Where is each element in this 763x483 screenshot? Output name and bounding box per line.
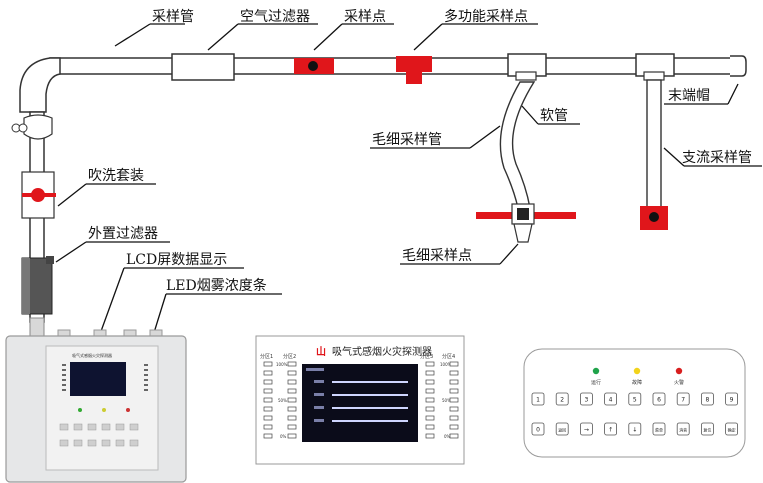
digit-key-label-4: 5 bbox=[633, 397, 637, 404]
svg-text:采样管: 采样管 bbox=[152, 9, 194, 25]
indicator-label-0: 运行 bbox=[591, 379, 601, 386]
zone-4-label: 分区4 bbox=[442, 353, 455, 360]
function-key-label-4: ↓ bbox=[632, 427, 637, 434]
label-multi-sampling-point: 多功能采样点 bbox=[413, 8, 538, 51]
indicator-label-2: 火警 bbox=[674, 379, 684, 386]
panel-title: 吸气式感烟火灾探测器 bbox=[332, 345, 432, 358]
function-key-label-5: 菜单 bbox=[655, 427, 663, 433]
svg-text:0%: 0% bbox=[280, 434, 287, 439]
label-capillary-pipe: 毛细采样管 bbox=[370, 125, 501, 149]
indicator-label-1: 故障 bbox=[632, 379, 642, 386]
label-external-filter: 外置过滤器 bbox=[55, 226, 170, 263]
digit-key-label-8: 9 bbox=[730, 397, 734, 404]
panel-logo: 山 bbox=[316, 345, 326, 358]
multi-sampling-point bbox=[396, 56, 432, 84]
function-key-label-6: 消音 bbox=[679, 427, 687, 433]
tee-fitting-1 bbox=[507, 53, 547, 81]
detector-panel: 山 吸气式感烟火灾探测器 分区1 分区2 分区3 分区4 100% 50% 0%… bbox=[255, 335, 465, 465]
label-capillary-point: 毛细采样点 bbox=[400, 243, 519, 265]
svg-text:LED烟雾浓度条: LED烟雾浓度条 bbox=[166, 277, 267, 294]
zone-2-label: 分区2 bbox=[283, 353, 296, 360]
elbow-pipe bbox=[19, 57, 61, 113]
digit-key-label-1: 2 bbox=[560, 397, 564, 404]
svg-text:50%: 50% bbox=[278, 398, 287, 403]
function-key-3[interactable] bbox=[604, 422, 617, 436]
svg-text:吸气式感烟火灾探测器: 吸气式感烟火灾探测器 bbox=[72, 352, 112, 358]
label-sampling-point: 采样点 bbox=[313, 9, 394, 51]
air-filter bbox=[171, 53, 235, 81]
function-key-5[interactable] bbox=[652, 422, 666, 436]
indicator-led-0 bbox=[592, 367, 600, 375]
svg-text:50%: 50% bbox=[442, 398, 451, 403]
function-key-8[interactable] bbox=[725, 422, 738, 436]
label-sampling-pipe: 采样管 bbox=[114, 9, 194, 47]
svg-text:采样点: 采样点 bbox=[344, 9, 386, 25]
digit-key-4[interactable] bbox=[628, 392, 642, 406]
svg-text:外置过滤器: 外置过滤器 bbox=[88, 226, 158, 242]
digit-key-8[interactable] bbox=[725, 392, 738, 406]
detector-unit: 吸气式感烟火灾探测器 bbox=[5, 317, 187, 483]
function-key-0[interactable] bbox=[531, 422, 545, 436]
digit-key-2[interactable] bbox=[580, 392, 593, 406]
indicator-led-1 bbox=[633, 367, 641, 375]
branch-pipe bbox=[640, 79, 668, 230]
function-key-7[interactable] bbox=[701, 422, 714, 436]
svg-text:毛细采样管: 毛细采样管 bbox=[372, 132, 442, 148]
indicator-led-2 bbox=[675, 367, 683, 375]
purge-kit bbox=[21, 171, 56, 219]
function-key-2[interactable] bbox=[580, 422, 593, 436]
label-air-filter: 空气过滤器 bbox=[207, 9, 318, 51]
digit-key-3[interactable] bbox=[604, 392, 617, 406]
digit-key-label-5: 6 bbox=[657, 397, 661, 404]
digit-key-6[interactable] bbox=[676, 392, 690, 406]
digit-key-label-6: 7 bbox=[681, 397, 685, 404]
svg-text:多功能采样点: 多功能采样点 bbox=[444, 8, 528, 25]
svg-text:100%: 100% bbox=[440, 362, 452, 367]
digit-key-0[interactable] bbox=[531, 392, 545, 406]
svg-text:末端帽: 末端帽 bbox=[668, 88, 710, 104]
digit-key-label-2: 3 bbox=[584, 397, 588, 404]
digit-key-1[interactable] bbox=[555, 392, 569, 406]
function-key-label-3: ↑ bbox=[608, 427, 613, 434]
digit-key-label-0: 1 bbox=[536, 397, 540, 404]
function-key-label-8: 确定 bbox=[728, 427, 736, 433]
svg-text:LCD屏数据显示: LCD屏数据显示 bbox=[126, 252, 227, 268]
label-branch-pipe: 支流采样管 bbox=[663, 147, 762, 167]
pipe-clamp bbox=[11, 114, 53, 140]
svg-text:软管: 软管 bbox=[540, 108, 568, 124]
function-key-label-2: → bbox=[584, 427, 589, 434]
label-purge-kit: 吹洗套装 bbox=[57, 168, 156, 207]
tee-fitting-2 bbox=[635, 53, 675, 81]
label-end-cap: 末端帽 bbox=[664, 83, 739, 105]
digit-key-5[interactable] bbox=[652, 392, 666, 406]
external-filter bbox=[21, 256, 54, 315]
svg-text:毛细采样点: 毛细采样点 bbox=[402, 248, 472, 264]
svg-text:吹洗套装: 吹洗套装 bbox=[88, 168, 144, 184]
sampling-point bbox=[294, 58, 334, 74]
digit-key-label-3: 4 bbox=[609, 397, 613, 404]
digit-key-label-7: 8 bbox=[705, 397, 709, 404]
digit-key-7[interactable] bbox=[701, 392, 714, 406]
lcd-screen bbox=[302, 364, 418, 442]
capillary-sampling-point bbox=[476, 203, 576, 243]
function-key-label-7: 复位 bbox=[703, 427, 711, 433]
function-key-1[interactable] bbox=[555, 422, 569, 436]
function-key-6[interactable] bbox=[676, 422, 690, 436]
function-key-4[interactable] bbox=[628, 422, 642, 436]
svg-text:100%: 100% bbox=[276, 362, 288, 367]
function-key-label-1: 返回 bbox=[558, 427, 566, 433]
capillary-hose bbox=[499, 81, 536, 209]
svg-text:支流采样管: 支流采样管 bbox=[682, 150, 752, 166]
svg-text:0%: 0% bbox=[444, 434, 451, 439]
zone-1-label: 分区1 bbox=[260, 353, 273, 360]
svg-text:空气过滤器: 空气过滤器 bbox=[240, 9, 310, 25]
function-key-label-0: 0 bbox=[536, 427, 540, 434]
zone-3-label: 分区3 bbox=[420, 353, 433, 360]
label-hose: 软管 bbox=[521, 105, 580, 125]
